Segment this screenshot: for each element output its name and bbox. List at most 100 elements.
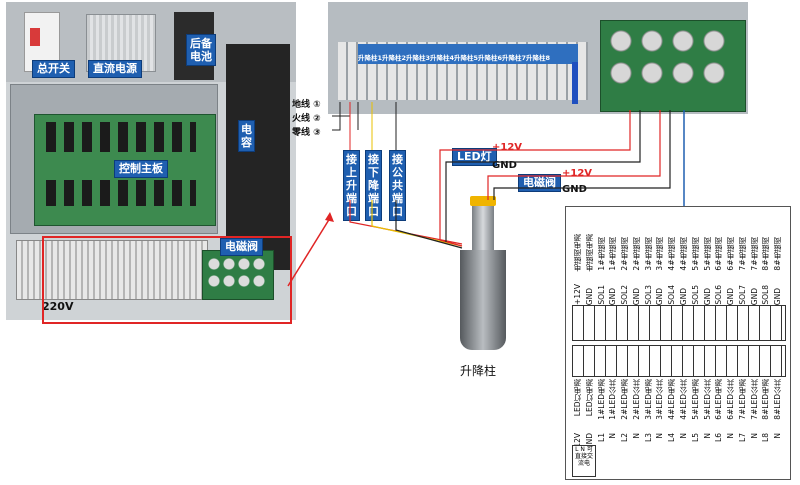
pin-desc: 8#电磁阀 (773, 237, 783, 271)
bollard-upper (472, 206, 494, 250)
pin-desc: 7#LED电源 (737, 379, 747, 420)
led-plus-wire (439, 110, 631, 247)
pin-signal: L6 (714, 433, 724, 442)
connector-top (572, 305, 786, 341)
pin-signal: SOL5 (690, 285, 700, 305)
pin-signal: N (702, 433, 712, 439)
pin-signal: SOL7 (737, 285, 747, 305)
pin-signal: L3 (643, 433, 653, 442)
dc-power-label: 直流电源 (88, 60, 142, 78)
pin-desc: 1#LED公共 (608, 379, 618, 420)
pin-desc: 6#LED电源 (714, 379, 724, 420)
blue-wire (572, 62, 578, 104)
pin-desc: 8#LED公共 (773, 379, 783, 420)
pin-signal: L2 (620, 433, 630, 442)
pin-desc: LED灯电源 (573, 379, 582, 417)
pin-signal: L5 (690, 433, 700, 442)
pin-signal: GND (608, 287, 618, 305)
terminal-rail (16, 240, 208, 300)
pin-desc: 4#LED公共 (679, 379, 688, 420)
pin-signal: L1 (596, 433, 606, 442)
pin-desc: 5#LED电源 (690, 379, 700, 420)
pin-desc: 2#LED电源 (620, 379, 630, 420)
pin-desc: 3#电磁阀 (643, 237, 653, 271)
pin-desc: 7#电磁阀 (749, 237, 759, 271)
valve-gnd-wire (493, 110, 671, 200)
pin-desc: 5#电磁阀 (690, 237, 700, 271)
common-port-label: 接公共端口 (389, 150, 406, 221)
pin-desc: 电磁阀电源 (573, 233, 582, 272)
module-label: 升降柱8 (526, 54, 550, 62)
valve-gnd-label: GND (562, 184, 587, 195)
pin-signal: SOL8 (761, 285, 771, 305)
ac-note: L N 可直接交流电 (572, 445, 596, 477)
pin-desc: 4#电磁阀 (667, 237, 677, 271)
pin-signal: GND (584, 287, 594, 305)
capacitor-label: 电容 (238, 120, 255, 152)
pin-signal: N (631, 433, 641, 439)
relay-row (46, 122, 196, 152)
pin-signal: SOL6 (714, 285, 724, 305)
pin-signal: SOL1 (596, 285, 606, 305)
pin-signal: +12V (573, 284, 582, 305)
board-sockets (610, 30, 734, 94)
pin-signal: N (655, 433, 665, 439)
pin-signal: GND (679, 287, 688, 305)
led-gnd-label: GND (492, 160, 517, 171)
pin-desc: 2#电磁阀 (620, 237, 630, 271)
pin-signal: L8 (761, 433, 771, 442)
pin-signal: N (773, 433, 783, 439)
bollard-name-label: 升降柱 (460, 364, 497, 378)
up-port-wire (349, 200, 463, 245)
pin-signal: GND (702, 287, 712, 305)
pin-desc: 1#LED电源 (596, 379, 606, 420)
relay-row (46, 180, 196, 206)
module-label: 升降柱6 (478, 54, 502, 62)
pin-desc: 1#电磁阀 (596, 237, 606, 271)
main-switch-label: 总开关 (32, 60, 75, 78)
common-port-wire (395, 200, 463, 249)
module-label: 升降柱3 (406, 54, 430, 62)
pin-desc: 7#电磁阀 (737, 237, 747, 271)
pin-desc: 7#LED公共 (749, 379, 759, 420)
pin-desc: 4#LED电源 (667, 379, 677, 420)
pin-desc: 5#LED公共 (702, 379, 712, 420)
pin-signal: GND (631, 287, 641, 305)
connector-bottom (572, 345, 786, 377)
pointer-arrow-line (287, 217, 331, 287)
pin-desc: 8#LED电源 (761, 379, 771, 420)
pin-signal: SOL3 (643, 285, 653, 305)
pin-desc: 5#电磁阀 (702, 237, 712, 271)
down-port-label: 接下降端口 (365, 150, 382, 221)
pin-signal: GND (773, 287, 783, 305)
bollard-base (460, 250, 506, 350)
live-wire-label: 火线 ② (292, 114, 321, 124)
pin-desc: 6#电磁阀 (726, 237, 736, 271)
pin-desc: 电磁阀电源 (584, 233, 594, 272)
module-label: 升降柱1 (358, 54, 382, 62)
module-label: 升降柱5 (454, 54, 478, 62)
pin-desc: 8#电磁阀 (761, 237, 771, 271)
pin-desc: 6#电磁阀 (714, 237, 724, 271)
valve-plus-wire (487, 110, 661, 200)
valve-plus-label: +12V (562, 168, 593, 179)
pin-desc: LED灯电源 (584, 379, 594, 417)
pin-signal: N (608, 433, 618, 439)
pin-desc: 6#LED公共 (726, 379, 736, 420)
led-gnd-wire (445, 110, 641, 242)
main-switch-lever (30, 28, 40, 46)
pin-signal: GND (655, 287, 665, 305)
pin-signal: SOL2 (620, 285, 630, 305)
pin-desc: 4#电磁阀 (679, 237, 688, 271)
solenoid-valve-label: 电磁阀 (220, 238, 263, 256)
control-board-label: 控制主板 (114, 160, 168, 178)
pin-desc: 1#电磁阀 (608, 237, 618, 271)
down-port-wire (371, 200, 463, 247)
